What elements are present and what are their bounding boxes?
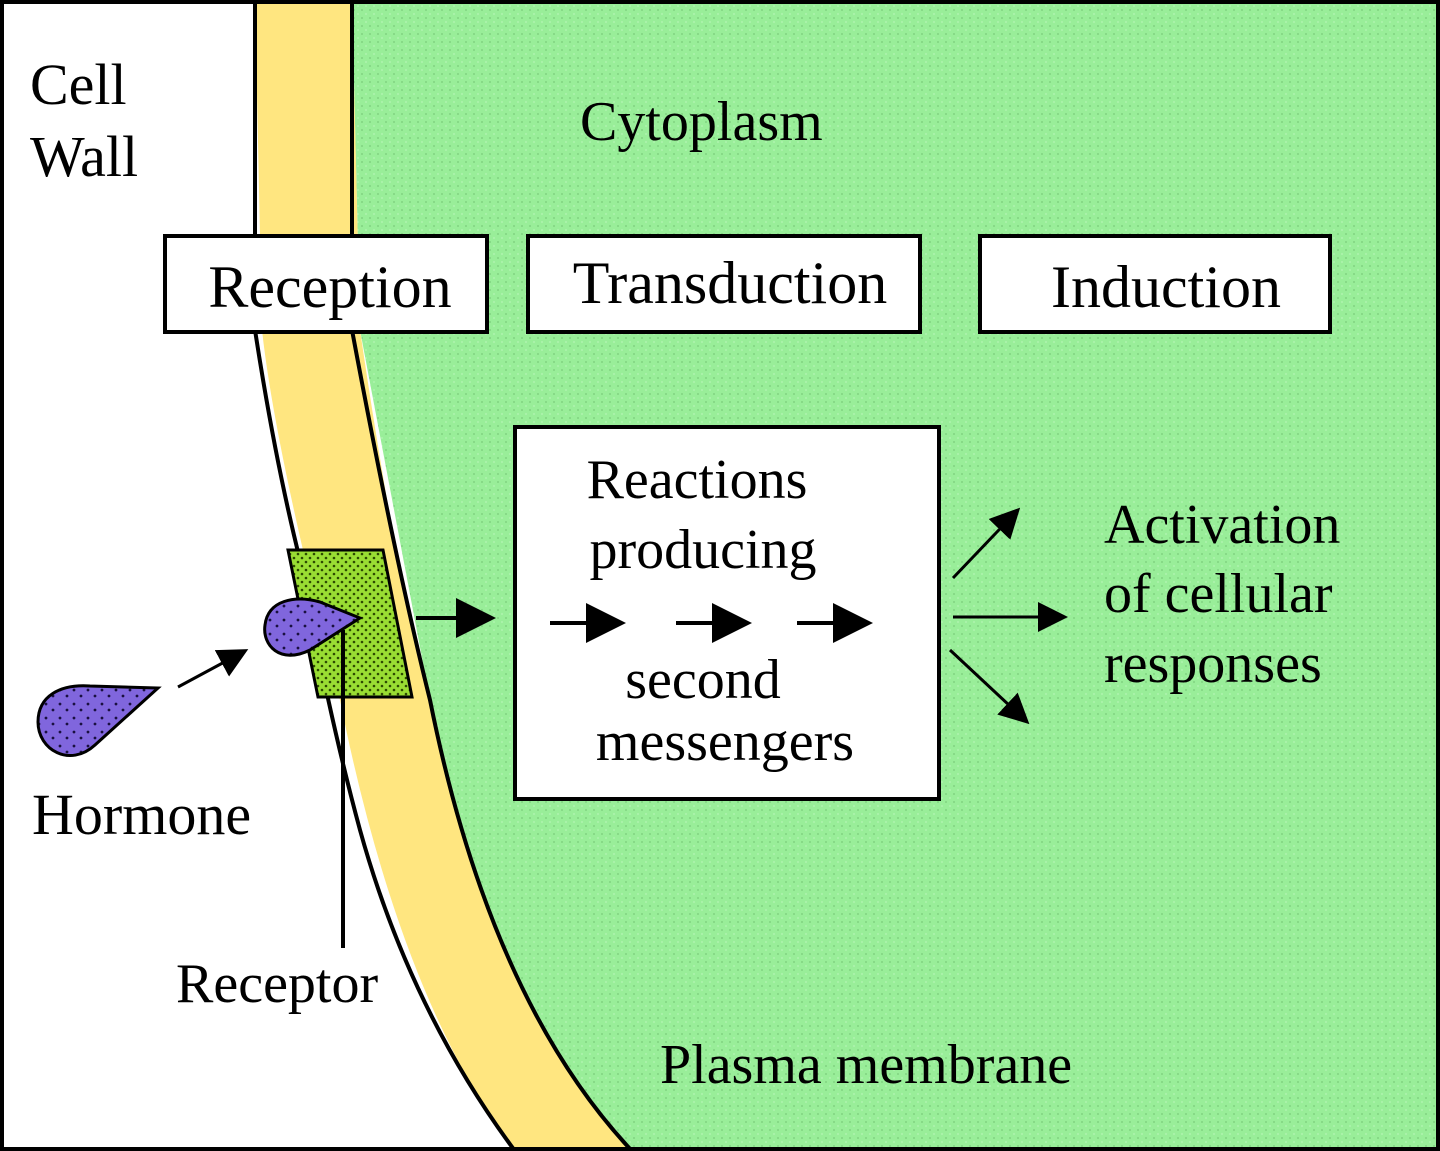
plasma-membrane-line: [350, 0, 634, 1151]
free-hormone-shape: [36, 684, 162, 757]
response-line1: Activation: [1104, 494, 1340, 556]
response-arrow-up: [951, 507, 1021, 580]
reactions-line2: producing: [589, 519, 816, 581]
hormone-binding-arrow: [177, 649, 249, 689]
transduction-box: [526, 234, 922, 334]
response-line2: of cellular: [1104, 563, 1333, 625]
reception-label: Reception: [208, 254, 451, 320]
bound-hormone-shape: [263, 597, 364, 657]
reactions-line1: Reactions: [587, 449, 808, 511]
hormone-label: Hormone: [32, 782, 251, 847]
cell-wall-outer-line: [253, 0, 517, 1151]
transduction-label: Transduction: [573, 250, 887, 316]
plasma-membrane-label: Plasma membrane: [660, 1034, 1072, 1096]
cell-wall-label-line1: Cell: [30, 52, 127, 117]
reception-box: [163, 234, 489, 334]
cell-wall-label-line2: Wall: [30, 124, 138, 189]
cytoplasm-label: Cytoplasm: [580, 91, 823, 153]
induction-label: Induction: [1051, 254, 1281, 320]
response-arrow-down: [948, 648, 1030, 725]
response-line3: responses: [1104, 633, 1322, 695]
receptor-label: Receptor: [176, 953, 378, 1015]
reactions-line3: second: [625, 649, 781, 711]
reactions-line4: messengers: [596, 711, 854, 773]
induction-box: [978, 234, 1332, 334]
